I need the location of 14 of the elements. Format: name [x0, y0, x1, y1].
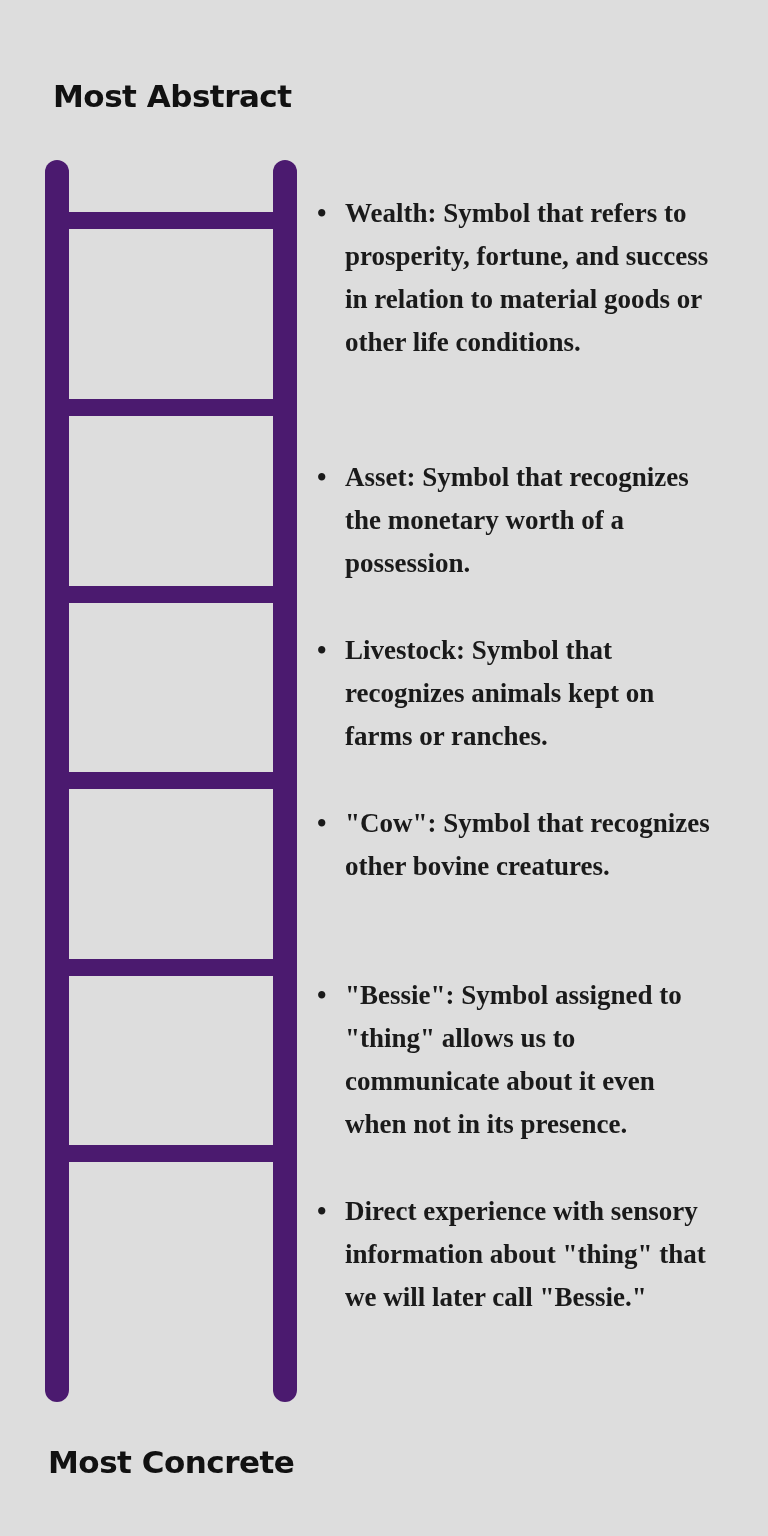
bullet-text: Wealth: Symbol that refers to prosperity, fortune, and success in relation to material goods or other life conditions. — [345, 197, 710, 359]
bullet-mark: • — [317, 461, 327, 494]
bullet-mark: • — [317, 1195, 327, 1228]
bullet-mark: • — [317, 807, 327, 840]
bullet-text: Livestock: Symbol that recognizes animals kept on farms or ranches. — [345, 634, 656, 753]
bottom-heading: Most Concrete — [48, 1444, 295, 1480]
bullet-text: Direct experience with sensory information about "thing" that we will later call "Bessie." — [345, 1195, 707, 1314]
top-heading: Most Abstract — [53, 78, 292, 114]
bullet-text: "Bessie": Symbol assigned to "thing" allows us to communicate about it even when not in its presence. — [345, 979, 683, 1141]
bullet-mark: • — [317, 979, 327, 1012]
bullet-mark: • — [317, 634, 327, 667]
bullet-text: "Cow": Symbol that recognizes other bovine creatures. — [345, 807, 711, 883]
bullet-text: Asset: Symbol that recognizes the monetary worth of a possession. — [345, 461, 690, 580]
bullet-mark: • — [317, 197, 327, 230]
